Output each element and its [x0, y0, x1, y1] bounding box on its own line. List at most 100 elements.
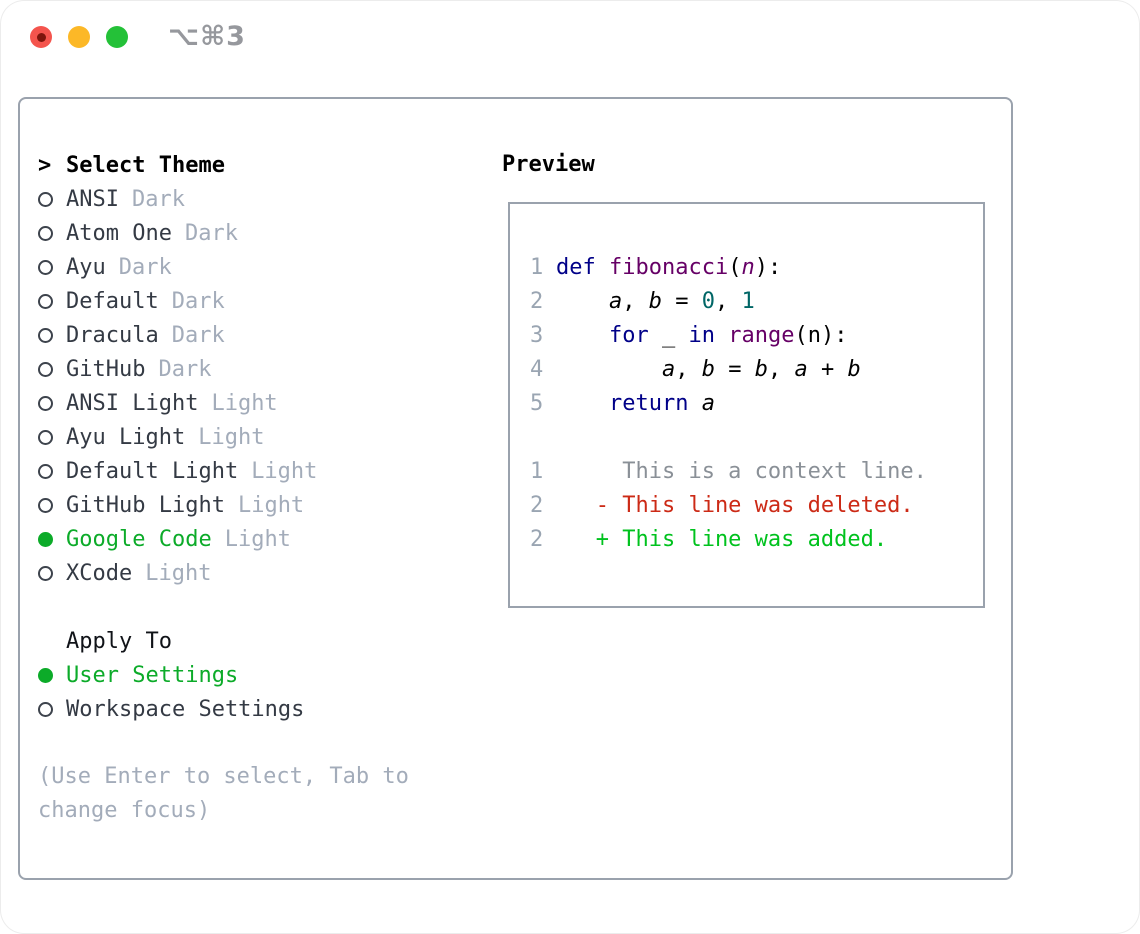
option-variant: Light: [251, 458, 318, 484]
radio-icon: [38, 429, 53, 445]
option-label: Default Light: [66, 458, 239, 484]
diff-line-added: 2 + This line was added.: [530, 523, 983, 557]
code-segment-plain: (n):: [794, 323, 848, 348]
code-segment-plain: +: [807, 357, 848, 382]
radio-icon: [38, 361, 53, 377]
line-number: 2: [530, 527, 544, 552]
apply-to-list: User Settings Workspace Settings: [38, 658, 453, 726]
code-segment-plain: ,: [714, 289, 742, 314]
theme-option-row[interactable]: Default Dark: [38, 284, 453, 318]
theme-list: ANSI Dark Atom One Dark Ayu Dark Default…: [38, 182, 453, 590]
apply-option-row[interactable]: Workspace Settings: [38, 692, 453, 726]
theme-option-row[interactable]: Dracula Dark: [38, 318, 453, 352]
code-segment-plain: [556, 319, 609, 353]
line-number: 2: [530, 289, 544, 314]
option-label: GitHub: [66, 356, 146, 382]
code-segment-plain: [688, 387, 701, 421]
theme-option-row[interactable]: ANSI Dark: [38, 182, 453, 216]
code-segment-plain: [556, 387, 609, 421]
select-theme-header: > Select Theme: [38, 148, 453, 182]
option-variant: Light: [198, 424, 265, 450]
diff-text: + This line was added.: [556, 527, 888, 552]
minimize-button[interactable]: [68, 26, 90, 48]
apply-option-row[interactable]: User Settings: [38, 658, 453, 692]
radio-icon: [38, 667, 53, 683]
diff-line-context: 1 This is a context line.: [530, 455, 983, 489]
preview-title: Preview: [502, 152, 595, 177]
apply-to-header: Apply To: [38, 624, 453, 658]
code-segment-kw: return: [608, 391, 689, 416]
code-segment-kw: for: [608, 323, 649, 348]
code-line: 3 for _ in range(n):: [530, 319, 983, 353]
option-variant: Light: [224, 526, 291, 552]
code-segment-plain: ,: [675, 357, 702, 382]
select-theme-title: Select Theme: [66, 152, 225, 178]
code-segment-kw: def: [556, 255, 609, 280]
diff-line-deleted: 2 - This line was deleted.: [530, 489, 983, 523]
diff-text: - This line was deleted.: [556, 493, 914, 518]
spacer: [38, 590, 453, 624]
main-panel: > Select Theme ANSI Dark Atom One Dark A…: [18, 97, 1013, 880]
theme-option-row[interactable]: Ayu Dark: [38, 250, 453, 284]
titlebar: ⌥⌘3: [30, 21, 246, 52]
code-segment-var: a: [701, 391, 715, 416]
option-label: Workspace Settings: [66, 696, 305, 722]
theme-option-row[interactable]: Atom One Dark: [38, 216, 453, 250]
option-variant: Dark: [158, 356, 212, 382]
line-number: [530, 421, 556, 455]
option-label: GitHub Light: [66, 492, 225, 518]
option-variant: Dark: [184, 220, 238, 246]
close-button[interactable]: [30, 26, 52, 48]
theme-option-row[interactable]: Google Code Light: [38, 522, 453, 556]
theme-option-row[interactable]: Ayu Light Light: [38, 420, 453, 454]
code-segment-var: a: [608, 289, 623, 314]
option-label: ANSI Light: [66, 390, 199, 416]
cursor-prompt-icon: >: [38, 152, 52, 178]
theme-option-row[interactable]: ANSI Light Light: [38, 386, 453, 420]
radio-icon: [38, 463, 53, 479]
option-label: User Settings: [66, 662, 239, 688]
code-segment-kw: in: [688, 323, 715, 348]
code-segment-var: b: [701, 357, 715, 382]
code-segment-num: 1: [741, 289, 755, 314]
theme-option-row[interactable]: GitHub Dark: [38, 352, 453, 386]
code-segment-plain: =: [661, 289, 702, 314]
code-segment-title: range: [728, 323, 795, 348]
code-segment-num: 0: [701, 289, 715, 314]
option-variant: Dark: [171, 288, 225, 314]
code-segment-plain: [715, 319, 728, 353]
option-label: Default: [66, 288, 159, 314]
radio-icon: [38, 225, 53, 241]
radio-icon: [38, 531, 53, 547]
code-line: 4 a, b = b, a + b: [530, 353, 983, 387]
theme-selector: > Select Theme ANSI Dark Atom One Dark A…: [38, 148, 453, 828]
option-label: XCode: [66, 560, 133, 586]
maximize-button[interactable]: [106, 26, 128, 48]
radio-icon: [38, 293, 53, 309]
code-segment-plain: [556, 285, 609, 319]
radio-icon: [38, 327, 53, 343]
unsaved-dot-icon: [36, 32, 46, 42]
code-segment-title: fibonacci: [608, 255, 729, 280]
line-number: 5: [530, 391, 544, 416]
theme-option-row[interactable]: XCode Light: [38, 556, 453, 590]
line-number: 2: [530, 493, 544, 518]
theme-option-row[interactable]: Default Light Light: [38, 454, 453, 488]
code-segment-var: b: [847, 357, 861, 382]
option-label: Ayu: [66, 254, 106, 280]
line-number: 4: [530, 357, 544, 382]
theme-option-row[interactable]: GitHub Light Light: [38, 488, 453, 522]
code-segment-var: b: [648, 289, 662, 314]
code-segment-var: a: [794, 357, 808, 382]
window-title: ⌥⌘3: [168, 21, 246, 52]
code-segment-plain: =: [714, 357, 755, 382]
option-variant: Light: [211, 390, 278, 416]
radio-icon: [38, 497, 53, 513]
code-segment-var: b: [754, 357, 768, 382]
code-segment-plain: ):: [754, 255, 782, 280]
line-number: 1: [530, 459, 544, 484]
option-label: ANSI: [66, 186, 119, 212]
